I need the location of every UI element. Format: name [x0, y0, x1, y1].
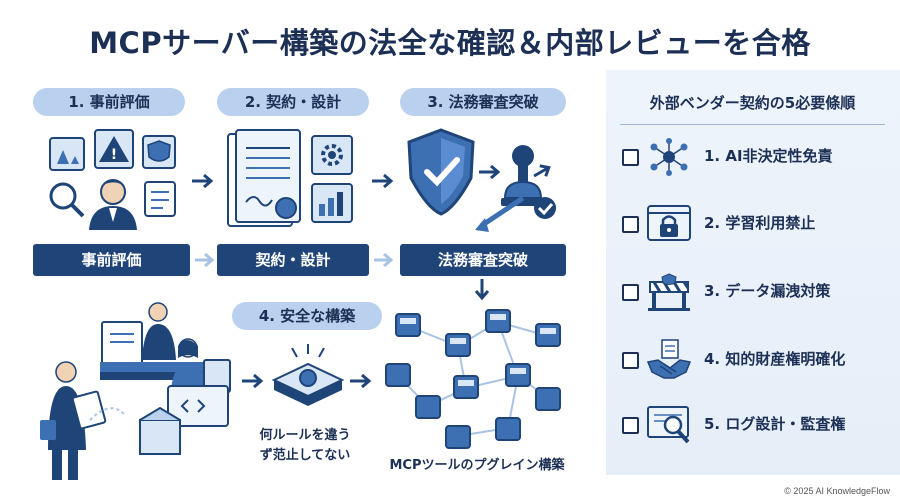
checklist-item[interactable]: 5. ログ設計・監査権 [622, 405, 892, 445]
checkbox[interactable] [622, 352, 639, 369]
panel-title: 外部ベンダー契約の5必要條順 [649, 94, 856, 112]
checklist-item[interactable]: 3. データ漏洩対策 [622, 272, 892, 312]
arrow-right-icon [372, 173, 394, 189]
step-2-pill: 2. 契約・設計 [217, 88, 369, 116]
arrow-right-icon [242, 373, 264, 389]
arrow-right-icon [192, 173, 214, 189]
checkbox[interactable] [622, 216, 639, 233]
step-1-bar: 事前評価 [33, 244, 190, 276]
magnifier-document-icon [647, 406, 690, 444]
checkbox[interactable] [622, 149, 639, 166]
step-2-bar: 契約・設計 [217, 244, 369, 276]
checklist-item[interactable]: 2. 学習利用禁止 [622, 204, 892, 244]
arrow-right-light-icon [195, 252, 215, 268]
checklist-label: 4. 知的財産権明確化 [704, 350, 846, 368]
step-1-pill: 1. 事前評価 [33, 88, 185, 116]
checklist-label: 1. AI非決定性免責 [704, 147, 833, 165]
checklist-label: 5. ログ設計・監査権 [704, 415, 846, 433]
checklist-label: 2. 学習利用禁止 [704, 214, 816, 232]
team-office-illustration [40, 302, 231, 480]
svg-text:!: ! [111, 147, 117, 163]
network-nodes-icon [650, 138, 688, 176]
handshake-icon [646, 339, 692, 379]
legal-approval-illustration [407, 128, 556, 232]
checkbox[interactable] [622, 284, 639, 301]
checklist-item[interactable]: 1. AI非決定性免責 [622, 137, 892, 177]
checkbox[interactable] [622, 417, 639, 434]
checklist-item[interactable]: 4. 知的財産権明確化 [622, 339, 892, 380]
arrow-down-icon [474, 279, 490, 301]
checklist-label: 3. データ漏洩対策 [704, 282, 831, 300]
copyright: © 2025 AI KnowledgeFlow [784, 486, 890, 496]
network-caption: MCPツールのプグレイン構築 [389, 458, 565, 473]
tool-network-illustration [385, 309, 561, 449]
step-3-pill: 3. 法務審査突破 [400, 88, 566, 116]
padlock-screen-icon [647, 205, 691, 241]
evaluation-illustration: ! [49, 129, 176, 230]
secure-device-icon [271, 344, 345, 406]
page-title: MCPサーバー構築の法全な確認＆内部レビューを合格 [89, 26, 811, 60]
contract-illustration [227, 129, 353, 227]
arrow-right-light-icon [374, 252, 394, 268]
device-caption: 何ルールを違う ず范止してない [259, 428, 351, 463]
barrier-icon [648, 273, 690, 311]
panel-divider [620, 124, 885, 125]
arrow-right-icon [350, 373, 372, 389]
step-4-pill: 4. 安全な構築 [232, 302, 382, 330]
step-3-bar: 法務審査突破 [400, 244, 566, 276]
